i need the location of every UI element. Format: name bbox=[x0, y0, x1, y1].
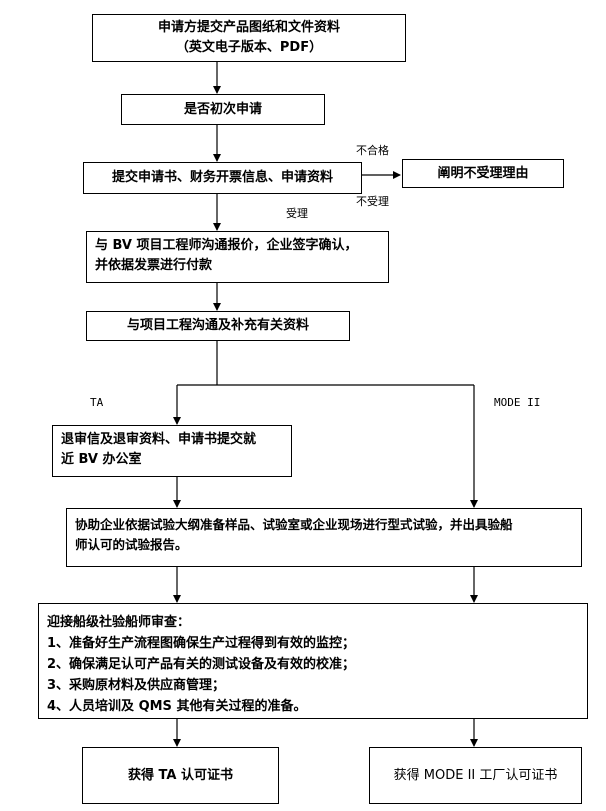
node-submit-office-line2: 近 BV 办公室 bbox=[61, 452, 142, 467]
node-type-test-line1: 协助企业依据试验大纲准备样品、试验室或企业现场进行型式试验，并出具验船 bbox=[75, 517, 513, 532]
review-item-3: 3、采购原材料及供应商管理； bbox=[47, 678, 226, 693]
review-title: 迎接船级社验船师审查： bbox=[47, 615, 191, 630]
node-quote-confirm: 与 BV 项目工程师沟通报价，企业签字确认， 并依据发票进行付款 bbox=[86, 231, 389, 283]
node-submit-forms: 提交申请书、财务开票信息、申请资料 bbox=[83, 162, 362, 194]
node-ta-certificate-label: 获得 TA 认可证书 bbox=[128, 767, 233, 783]
node-type-test-line2: 师认可的试验报告。 bbox=[75, 537, 188, 552]
node-explain-rejection: 阐明不受理理由 bbox=[402, 159, 564, 188]
node-type-test: 协助企业依据试验大纲准备样品、试验室或企业现场进行型式试验，并出具验船 师认可的… bbox=[66, 508, 582, 567]
node-supplement-docs: 与项目工程沟通及补充有关资料 bbox=[86, 311, 350, 341]
review-item-2: 2、确保满足认可产品有关的测试设备及有效的校准； bbox=[47, 657, 356, 672]
node-submit-drawings-line1: 申请方提交产品图纸和文件资料 bbox=[157, 20, 340, 35]
node-supplement-docs-label: 与项目工程沟通及补充有关资料 bbox=[126, 318, 309, 333]
label-not-accepted: 不受理 bbox=[356, 195, 389, 208]
node-mode2-certificate: 获得 MODE II 工厂认可证书 bbox=[369, 747, 582, 804]
node-submit-drawings-line2: （英文电子版本、PDF） bbox=[175, 40, 323, 55]
label-accepted: 受理 bbox=[286, 207, 308, 220]
node-quote-confirm-line1: 与 BV 项目工程师沟通报价，企业签字确认， bbox=[95, 238, 358, 253]
label-branch-ta: TA bbox=[90, 396, 104, 409]
node-surveyor-review: 迎接船级社验船师审查： 1、准备好生产流程图确保生产过程得到有效的监控； 2、确… bbox=[38, 603, 588, 719]
node-submit-office-line1: 退审信及退审资料、申请书提交就 bbox=[61, 432, 257, 447]
node-submit-office: 退审信及退审资料、申请书提交就 近 BV 办公室 bbox=[52, 425, 292, 477]
review-item-1: 1、准备好生产流程图确保生产过程得到有效的监控； bbox=[47, 636, 356, 651]
review-item-4: 4、人员培训及 QMS 其他有关过程的准备。 bbox=[47, 699, 307, 714]
node-explain-rejection-label: 阐明不受理理由 bbox=[437, 165, 529, 181]
node-mode2-certificate-label: 获得 MODE II 工厂认可证书 bbox=[393, 767, 558, 783]
node-ta-certificate: 获得 TA 认可证书 bbox=[82, 747, 279, 804]
node-first-application-label: 是否初次申请 bbox=[183, 101, 262, 117]
node-first-application: 是否初次申请 bbox=[121, 94, 325, 125]
node-submit-forms-label: 提交申请书、财务开票信息、申请资料 bbox=[111, 170, 333, 185]
node-submit-drawings: 申请方提交产品图纸和文件资料 （英文电子版本、PDF） bbox=[92, 14, 406, 62]
label-unqualified: 不合格 bbox=[356, 144, 389, 157]
label-branch-mode2: MODE II bbox=[494, 396, 541, 409]
node-quote-confirm-line2: 并依据发票进行付款 bbox=[95, 258, 213, 273]
